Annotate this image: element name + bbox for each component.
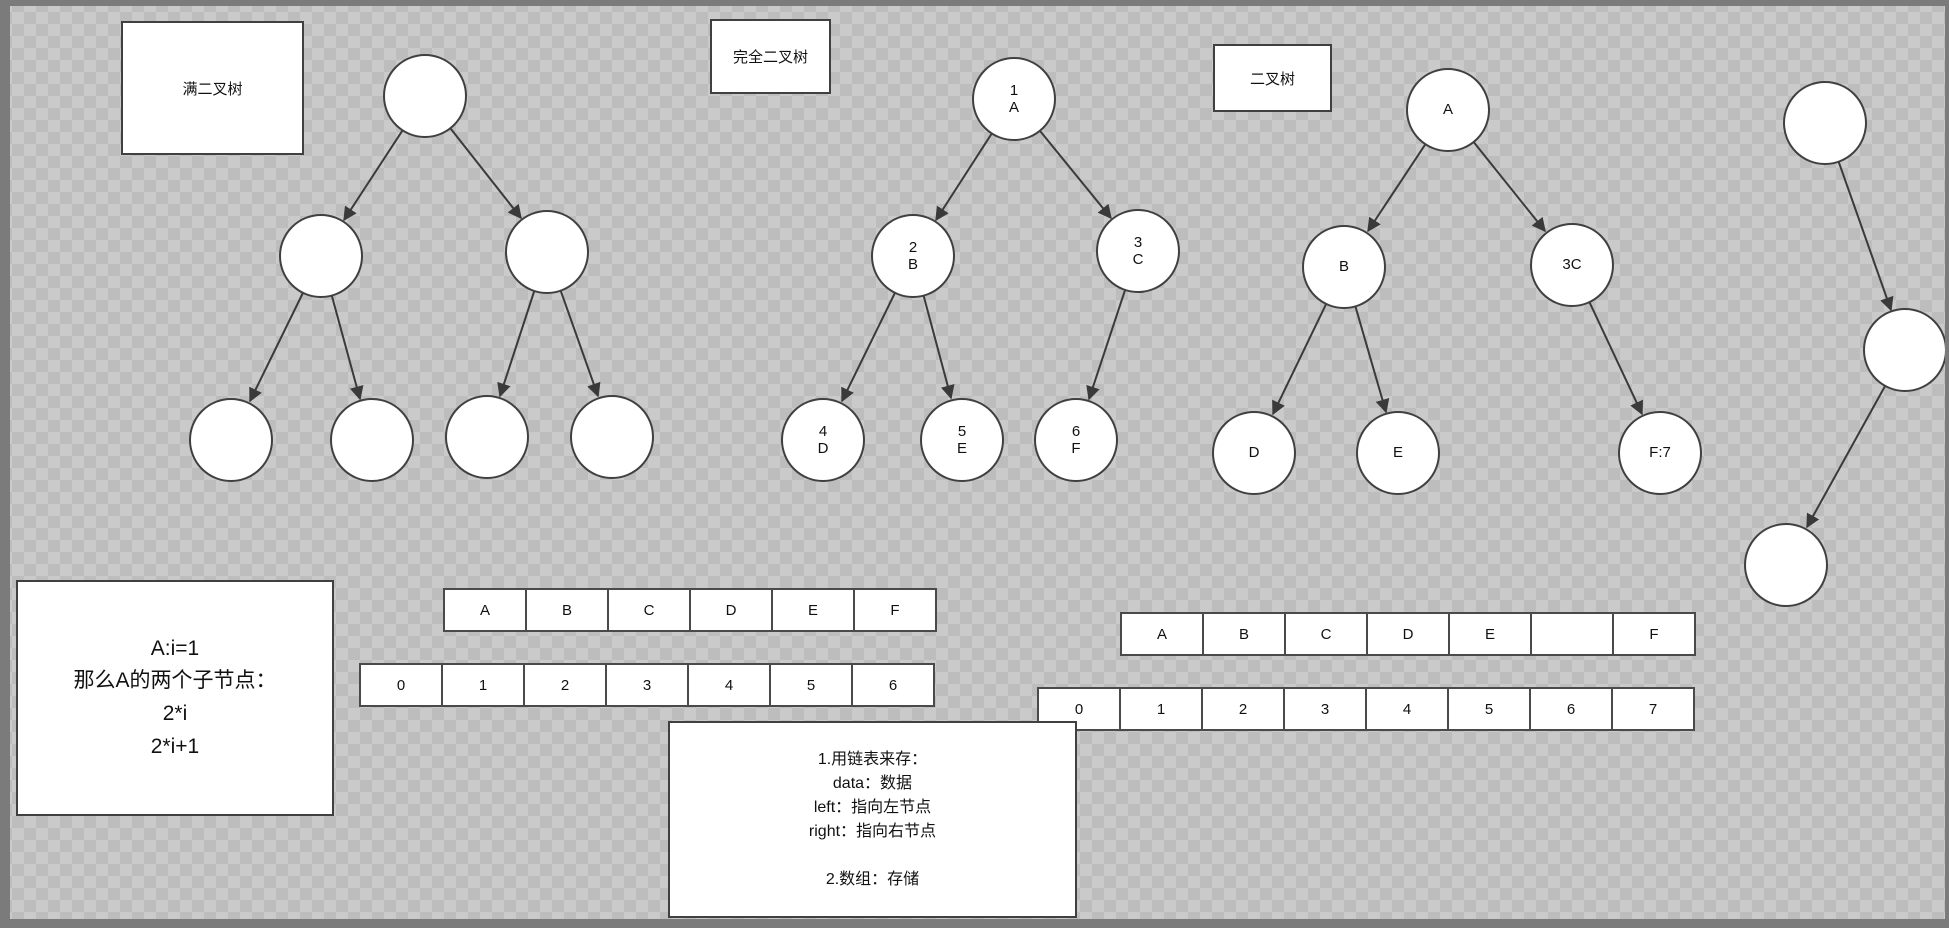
array-cell: 6: [851, 663, 935, 707]
full-tree-title-box: 满二叉树: [121, 21, 304, 155]
full-tree-root-node: [383, 54, 467, 138]
full-tree-leaf-1: [189, 398, 273, 482]
full-tree-leaf-4: [570, 395, 654, 479]
array-cell: 4: [1365, 687, 1449, 731]
array-cell: 0: [359, 663, 443, 707]
array-cell: 3: [1283, 687, 1367, 731]
complete-tree-title: 完全二叉树: [732, 49, 808, 66]
array-right-values-row: A B C D E F: [1120, 612, 1696, 656]
binary-tree-leaf-e: E: [1356, 411, 1440, 495]
binary-tree-leaf-d: D: [1212, 411, 1296, 495]
array-left-values-row: A B C D E F: [443, 588, 937, 632]
array-cell: 7: [1611, 687, 1695, 731]
array-cell: 6: [1529, 687, 1613, 731]
canvas-border-bottom: [0, 919, 1949, 928]
binary-tree-root-node: A: [1406, 68, 1490, 152]
index-formula-note: A:i=1 那么A的两个子节点： 2*i 2*i+1: [73, 636, 277, 758]
storage-note-box: 1.用链表来存： data：数据 left：指向左节点 right：指向右节点 …: [668, 721, 1077, 918]
storage-note: 1.用链表来存： data：数据 left：指向左节点 right：指向右节点 …: [808, 750, 937, 888]
array-cell: E: [1448, 612, 1532, 656]
complete-tree-leaf-6f: 6 F: [1034, 398, 1118, 482]
full-tree-leaf-3: [445, 395, 529, 479]
array-cell: A: [443, 588, 527, 632]
binary-tree-right-node: 3C: [1530, 223, 1614, 307]
array-cell: 4: [687, 663, 771, 707]
complete-tree-left-node: 2 B: [871, 214, 955, 298]
array-cell: D: [689, 588, 773, 632]
array-cell: E: [771, 588, 855, 632]
degenerate-tree-node-1: [1783, 81, 1867, 165]
full-tree-title: 满二叉树: [182, 80, 243, 98]
complete-tree-right-node: 3 C: [1096, 209, 1180, 293]
canvas-border-top: [0, 0, 1949, 6]
array-cell: 5: [1447, 687, 1531, 731]
array-cell: 1: [441, 663, 525, 707]
full-tree-right-node: [505, 210, 589, 294]
array-right-indices-row: 0 1 2 3 4 5 6 7: [1037, 687, 1695, 731]
complete-tree-title-box: 完全二叉树: [710, 19, 831, 94]
complete-tree-root-node: 1 A: [972, 57, 1056, 141]
array-cell: 1: [1119, 687, 1203, 731]
index-formula-note-box: A:i=1 那么A的两个子节点： 2*i 2*i+1: [16, 580, 334, 816]
degenerate-tree-node-2: [1863, 308, 1947, 392]
degenerate-tree-node-3: [1744, 523, 1828, 607]
array-cell: F: [853, 588, 937, 632]
array-cell: B: [525, 588, 609, 632]
complete-tree-leaf-5e: 5 E: [920, 398, 1004, 482]
binary-tree-left-node: B: [1302, 225, 1386, 309]
canvas-border-left: [0, 0, 10, 928]
array-cell: A: [1120, 612, 1204, 656]
array-cell: D: [1366, 612, 1450, 656]
binary-tree-title-box: 二叉树: [1213, 44, 1332, 112]
array-cell: C: [607, 588, 691, 632]
full-tree-left-node: [279, 214, 363, 298]
canvas-border-right: [1945, 0, 1949, 928]
array-cell: 2: [523, 663, 607, 707]
full-tree-leaf-2: [330, 398, 414, 482]
complete-tree-leaf-4d: 4 D: [781, 398, 865, 482]
binary-tree-title: 二叉树: [1249, 70, 1295, 88]
array-cell: 2: [1201, 687, 1285, 731]
array-cell: B: [1202, 612, 1286, 656]
binary-tree-leaf-f7: F:7: [1618, 411, 1702, 495]
array-cell: 3: [605, 663, 689, 707]
array-cell: [1530, 612, 1614, 656]
array-left-indices-row: 0 1 2 3 4 5 6: [359, 663, 935, 707]
array-cell: C: [1284, 612, 1368, 656]
array-cell: F: [1612, 612, 1696, 656]
array-cell: 5: [769, 663, 853, 707]
